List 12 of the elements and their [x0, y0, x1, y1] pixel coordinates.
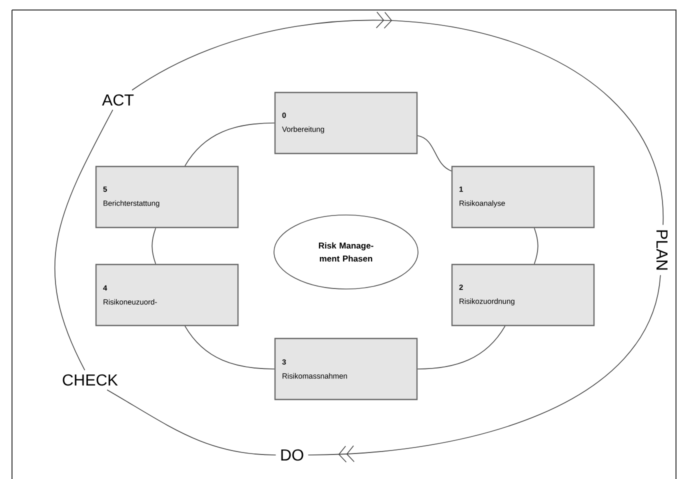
cycle-label: PLAN: [656, 230, 668, 270]
connector-line: [184, 122, 275, 166]
cycle-label: CHECK: [62, 374, 118, 386]
connector-line: [534, 228, 538, 264]
connector-line: [417, 135, 452, 172]
connector-line: [106, 389, 276, 456]
connector-line: [417, 326, 506, 370]
connector-line: [184, 326, 275, 370]
cycle-label: ACT: [102, 94, 134, 106]
cycle-label: DO: [281, 449, 304, 461]
connector-line: [54, 109, 114, 371]
connector-line: [152, 228, 156, 264]
